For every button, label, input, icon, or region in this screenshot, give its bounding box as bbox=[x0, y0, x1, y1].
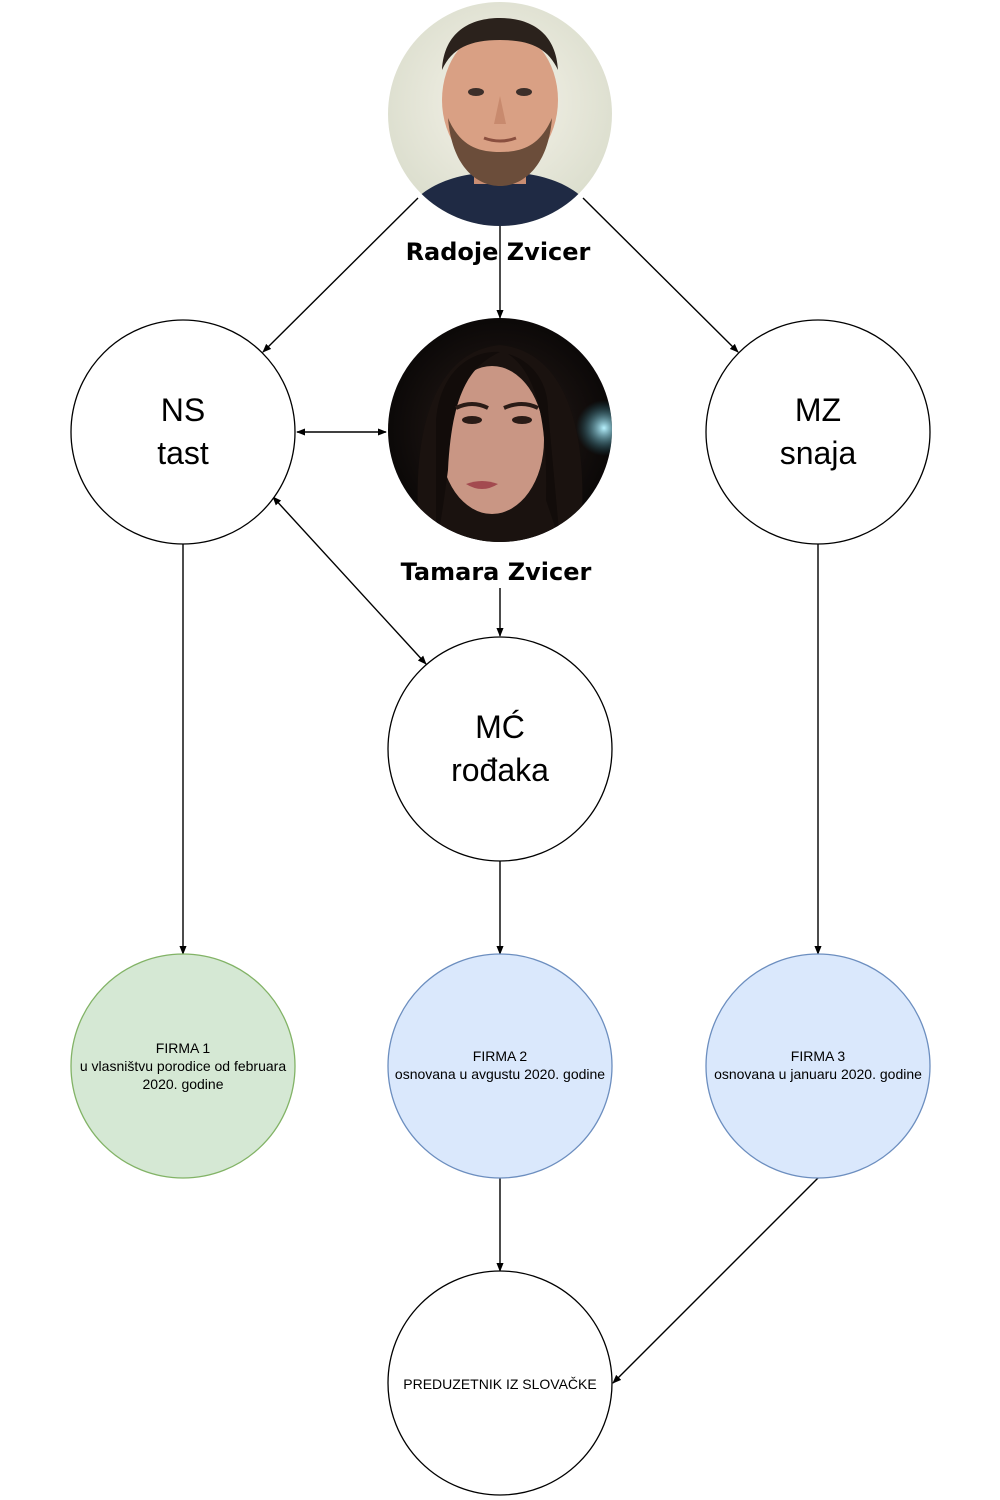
mz-role: snaja bbox=[780, 435, 857, 471]
firma1-desc-line1: u vlasništvu porodice od februara bbox=[80, 1058, 286, 1074]
radoje-name: Radoje Zvicer bbox=[406, 238, 591, 266]
mz-node: MZ snaja bbox=[705, 319, 931, 545]
tamara-name: Tamara Zvicer bbox=[401, 558, 592, 586]
radoje-photo-icon bbox=[388, 2, 612, 226]
mc-label: MĆ bbox=[475, 709, 525, 745]
ns-role: tast bbox=[157, 435, 209, 471]
radoje-node: Radoje Zvicer bbox=[388, 2, 612, 266]
edge-radoje-mz bbox=[582, 197, 739, 353]
firma3-circle bbox=[705, 953, 931, 1179]
firma2-title: FIRMA 2 bbox=[473, 1048, 528, 1064]
tamara-photo-icon bbox=[388, 318, 612, 542]
mc-node: MĆ rođaka bbox=[387, 636, 613, 862]
firma1-title: FIRMA 1 bbox=[156, 1040, 211, 1056]
ns-label: NS bbox=[161, 392, 205, 428]
firma1-circle bbox=[70, 953, 296, 1179]
edge-firma3-preduzetnik bbox=[612, 1177, 819, 1384]
preduzetnik-node: PREDUZETNIK IZ SLOVAČKE bbox=[387, 1270, 613, 1496]
mz-circle bbox=[705, 319, 931, 545]
preduzetnik-label: PREDUZETNIK IZ SLOVAČKE bbox=[403, 1376, 596, 1392]
ns-node: NS tast bbox=[70, 319, 296, 545]
mc-circle bbox=[387, 636, 613, 862]
firma3-node: FIRMA 3 osnovana u januaru 2020. godine bbox=[705, 953, 931, 1179]
mz-label: MZ bbox=[795, 392, 841, 428]
firma2-circle bbox=[387, 953, 613, 1179]
firma2-desc: osnovana u avgustu 2020. godine bbox=[395, 1066, 605, 1082]
tamara-node: Tamara Zvicer bbox=[388, 318, 612, 586]
preduzetnik-circle bbox=[387, 1270, 613, 1496]
firma1-desc-line2: 2020. godine bbox=[143, 1076, 224, 1092]
edge-radoje-ns bbox=[262, 197, 419, 353]
edge-ns-mc bbox=[272, 496, 427, 665]
firma3-title: FIRMA 3 bbox=[791, 1048, 846, 1064]
firma1-node: FIRMA 1 u vlasništvu porodice od februar… bbox=[70, 953, 296, 1179]
edges bbox=[179, 197, 822, 1384]
firma3-desc: osnovana u januaru 2020. godine bbox=[714, 1066, 922, 1082]
ns-circle bbox=[70, 319, 296, 545]
firma2-node: FIRMA 2 osnovana u avgustu 2020. godine bbox=[387, 953, 613, 1179]
mc-role: rođaka bbox=[451, 752, 549, 788]
